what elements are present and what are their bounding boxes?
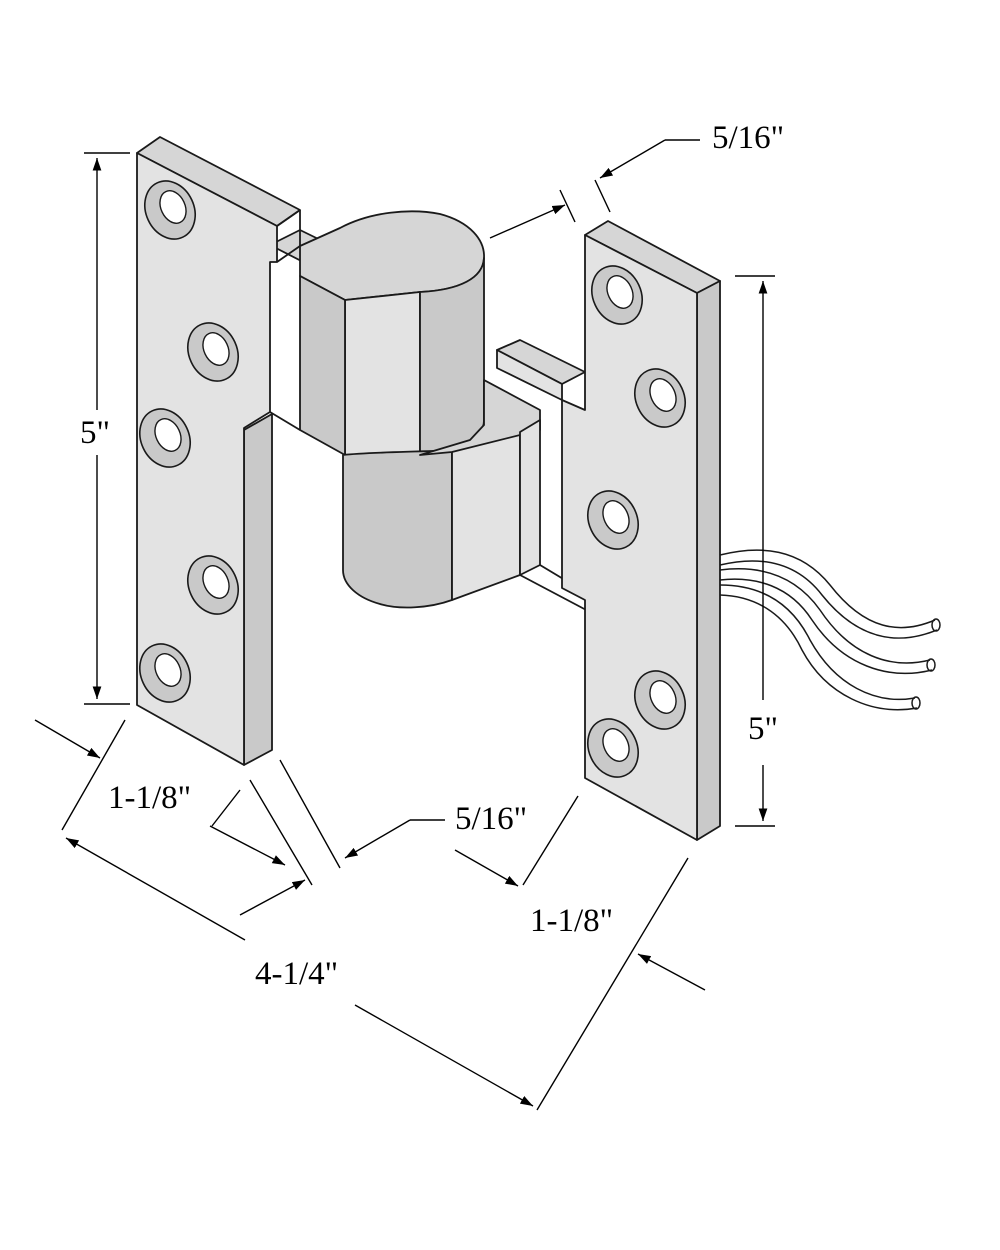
upper-knuckle-front (344, 291, 421, 456)
right-leaf-screw-hole (634, 670, 686, 730)
top-thickness-dimension (489, 139, 700, 239)
left-leaf-screw-hole (187, 555, 239, 615)
overall-width-dimension (65, 837, 534, 1107)
upper-knuckle (299, 210, 485, 456)
bottom-thickness-dimension (344, 819, 445, 859)
lower-knuckle-front (451, 431, 521, 601)
dimension-lines (34, 139, 775, 1111)
left-leaf-screw-hole (139, 643, 191, 703)
wire-leads (719, 549, 941, 711)
right-depth-label: 1-1/8" (530, 903, 614, 939)
wire-3 (719, 584, 921, 711)
right-leaf-screw-hole (587, 490, 639, 550)
left-leaf-screw-hole (187, 322, 239, 382)
left-leaf-screw-hole (139, 408, 191, 468)
right-height-dimension (735, 275, 775, 827)
screw-holes (139, 180, 686, 778)
lower-knuckle (342, 379, 591, 613)
right-height-label: 5" (748, 711, 778, 747)
right-leaf-screw-hole (634, 368, 686, 428)
left-depth-label: 1-1/8" (108, 780, 192, 816)
right-leaf-screw-hole (591, 265, 643, 325)
left-leaf-right-edge (243, 413, 273, 766)
left-depth-dimension (34, 719, 306, 916)
wire-1 (719, 549, 941, 639)
right-depth-dimension (454, 849, 706, 991)
left-leaf (136, 136, 346, 766)
left-height-label: 5" (80, 415, 110, 451)
left-leaf-screw-hole (144, 180, 196, 240)
top-thickness-label: 5/16" (712, 120, 785, 156)
overall-width-label: 4-1/4" (255, 956, 339, 992)
lower-knuckle-body (342, 449, 453, 609)
bottom-thickness-label: 5/16" (455, 801, 528, 837)
wire-2 (719, 568, 936, 675)
right-leaf-screw-hole (587, 718, 639, 778)
left-height-dimension (84, 152, 130, 705)
right-leaf-right-edge (696, 280, 721, 841)
